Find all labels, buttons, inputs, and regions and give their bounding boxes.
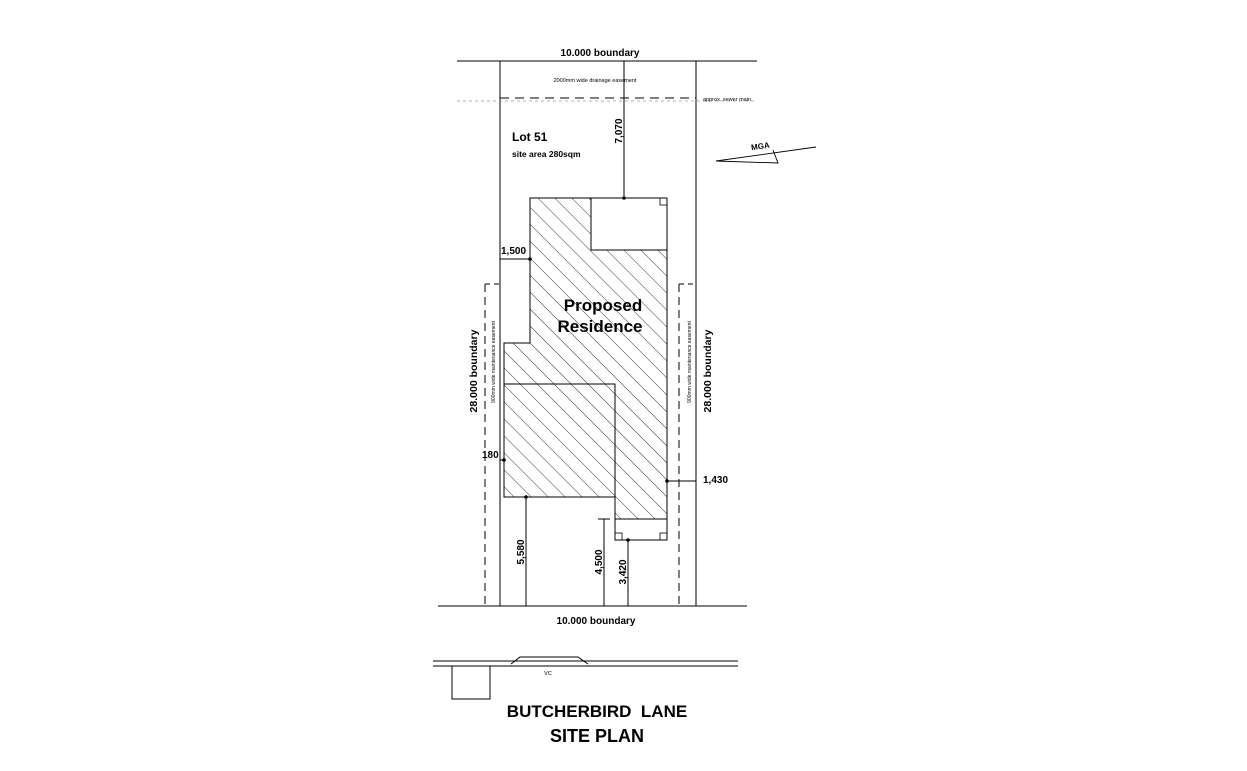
residence-label-line2: Residence (557, 317, 642, 336)
top-boundary-label: 10.000 boundary (561, 48, 640, 59)
garage-outline (504, 383, 616, 497)
crossover-outline (510, 656, 589, 665)
lot-name: Lot 51 (512, 130, 548, 144)
rear-left-label: 5,580 (516, 539, 527, 564)
letterbox (451, 665, 491, 700)
alfresco-corner-mark (659, 197, 668, 206)
rear-mid-label: 4,500 (594, 549, 605, 574)
drawing-title: SITE PLAN (550, 726, 644, 746)
left-setback-label: 1,500 (501, 246, 526, 257)
left-small-dim-dot (502, 458, 506, 462)
left-small-label: 180 (482, 450, 499, 461)
lot-area: site area 280sqm (512, 149, 581, 159)
porch-area (614, 518, 668, 541)
porch-corner-mark-right (659, 532, 668, 541)
left-easement-label: 900mm wide maintenance easement (491, 321, 497, 403)
north-label: MGA (751, 141, 771, 153)
front-setback-label: 7,070 (614, 118, 625, 143)
right-setback-label: 1,430 (703, 475, 728, 486)
front-setback-dim-dot (622, 196, 626, 200)
crossover-label: VC (544, 671, 552, 677)
sewer-main-label: approx. sewer main (703, 97, 751, 103)
alfresco-area (590, 197, 668, 251)
north-arrow (715, 146, 817, 164)
porch-corner-mark-left (614, 532, 623, 541)
right-boundary-label: 28.000 boundary (702, 329, 714, 412)
street-name: BUTCHERBIRD LANE (507, 702, 687, 721)
left-boundary-label: 28.000 boundary (468, 329, 480, 412)
bottom-boundary-label: 10.000 boundary (557, 616, 636, 627)
right-easement-label: 900mm wide maintenance easement (687, 321, 693, 403)
drainage-easement-label: 2000mm wide drainage easement (554, 78, 637, 84)
rear-left-dim-dot (524, 495, 528, 499)
residence-label-line1: Proposed (564, 296, 642, 315)
left-setback-dim-dot (528, 257, 532, 261)
rear-right-dim-dot (626, 538, 630, 542)
right-setback-dim-dot (665, 479, 669, 483)
rear-right-label: 3,420 (618, 559, 629, 584)
